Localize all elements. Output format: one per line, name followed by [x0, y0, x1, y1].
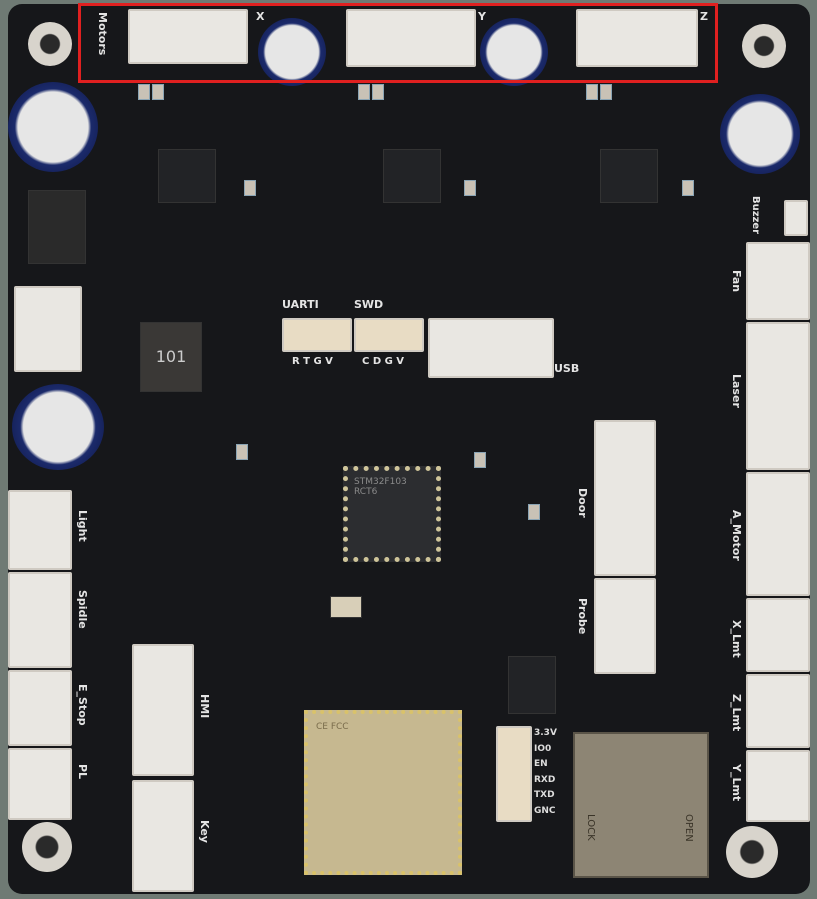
uart1-connector[interactable] [282, 318, 352, 352]
mount-hole [28, 22, 72, 66]
pcb-board: Motors X Y Z 101 UARTI SWD R T G V C D G… [8, 4, 810, 894]
smd-component [528, 504, 540, 520]
laser-connector[interactable] [746, 322, 810, 470]
pl-connector[interactable] [8, 748, 72, 820]
door-label: Door [576, 488, 589, 518]
capacitor [720, 94, 800, 174]
pl-label: PL [76, 764, 89, 780]
hmi-connector[interactable] [132, 644, 194, 776]
e-stop-connector[interactable] [8, 670, 72, 746]
mcu-chip: STM32F103 RCT6 [343, 466, 441, 562]
inductor: 101 [140, 322, 202, 392]
highlight-box [78, 3, 718, 83]
a-motor-label: A_Motor [730, 510, 743, 561]
mount-hole [726, 826, 778, 878]
crystal [330, 596, 362, 618]
motor-x-connector[interactable] [128, 9, 248, 64]
esp-pin-labels: 3.3V IO0 EN RXD TXD GNC [534, 726, 557, 819]
pin-label: RXD [534, 774, 556, 785]
motor-y-connector[interactable] [346, 9, 476, 67]
capacitor [8, 82, 98, 172]
spindle-connector[interactable] [8, 572, 72, 668]
z-label: Z [700, 10, 708, 23]
diode-component [28, 190, 86, 264]
y-lmt-connector[interactable] [746, 750, 810, 822]
smd-component [236, 444, 248, 460]
smd-component [358, 84, 370, 100]
sd-open-label: OPEN [683, 814, 694, 842]
smd-component [464, 180, 476, 196]
swd-pin-labels: C D G V [362, 356, 405, 367]
motor-z-connector[interactable] [576, 9, 698, 67]
buzzer-label: Buzzer [750, 196, 761, 235]
y-lmt-label: Y_Lmt [730, 764, 743, 802]
sd-card-slot[interactable]: LOCK OPEN [573, 732, 709, 878]
smd-component [586, 84, 598, 100]
sd-lock-label: LOCK [585, 814, 596, 841]
fan-connector[interactable] [746, 242, 810, 320]
probe-connector[interactable] [594, 578, 656, 674]
uart-pin-labels: R T G V [292, 356, 333, 367]
pin-label: 3.3V [534, 728, 557, 738]
pin-label: IO0 [534, 743, 552, 754]
pin-label: GNC [534, 805, 556, 816]
pin-label: TXD [534, 790, 555, 800]
smd-component [474, 452, 486, 468]
light-label: Light [76, 510, 89, 542]
capacitor [480, 18, 548, 86]
spindle-label: Spidle [76, 590, 89, 629]
e-stop-label: E_Stop [76, 684, 89, 726]
a-motor-connector[interactable] [746, 472, 810, 596]
driver-chip [158, 149, 216, 203]
key-label: Key [198, 820, 211, 843]
pin-label: EN [534, 759, 548, 769]
driver-chip [383, 149, 441, 203]
smd-component [244, 180, 256, 196]
probe-label: Probe [576, 598, 589, 635]
mount-hole [742, 24, 786, 68]
x-lmt-label: X_Lmt [730, 620, 743, 658]
power-connector[interactable] [14, 286, 82, 372]
swd-connector[interactable] [354, 318, 424, 352]
z-lmt-label: Z_Lmt [730, 694, 743, 732]
hmi-label: HMI [198, 694, 211, 719]
fan-label: Fan [730, 270, 743, 293]
motors-label: Motors [96, 12, 109, 56]
smd-component [600, 84, 612, 100]
capacitor [12, 384, 104, 470]
smd-component [152, 84, 164, 100]
smd-component [682, 180, 694, 196]
ic-chip [508, 656, 556, 714]
smd-component [138, 84, 150, 100]
mount-hole [22, 822, 72, 872]
driver-chip [600, 149, 658, 203]
z-lmt-connector[interactable] [746, 674, 810, 748]
buzzer-connector[interactable] [784, 200, 808, 236]
y-label: Y [478, 10, 486, 23]
laser-label: Laser [730, 374, 743, 408]
esp32-module: CE FCC [304, 710, 462, 875]
key-connector[interactable] [132, 780, 194, 892]
usb-connector[interactable] [428, 318, 554, 378]
light-connector[interactable] [8, 490, 72, 570]
esp-uart-connector[interactable] [496, 726, 532, 822]
x-label: X [256, 10, 265, 23]
x-lmt-connector[interactable] [746, 598, 810, 672]
usb-label: USB [554, 362, 580, 375]
smd-component [372, 84, 384, 100]
capacitor [258, 18, 326, 86]
door-connector[interactable] [594, 420, 656, 576]
uart1-label: UARTI [282, 298, 319, 311]
swd-label: SWD [354, 298, 384, 311]
